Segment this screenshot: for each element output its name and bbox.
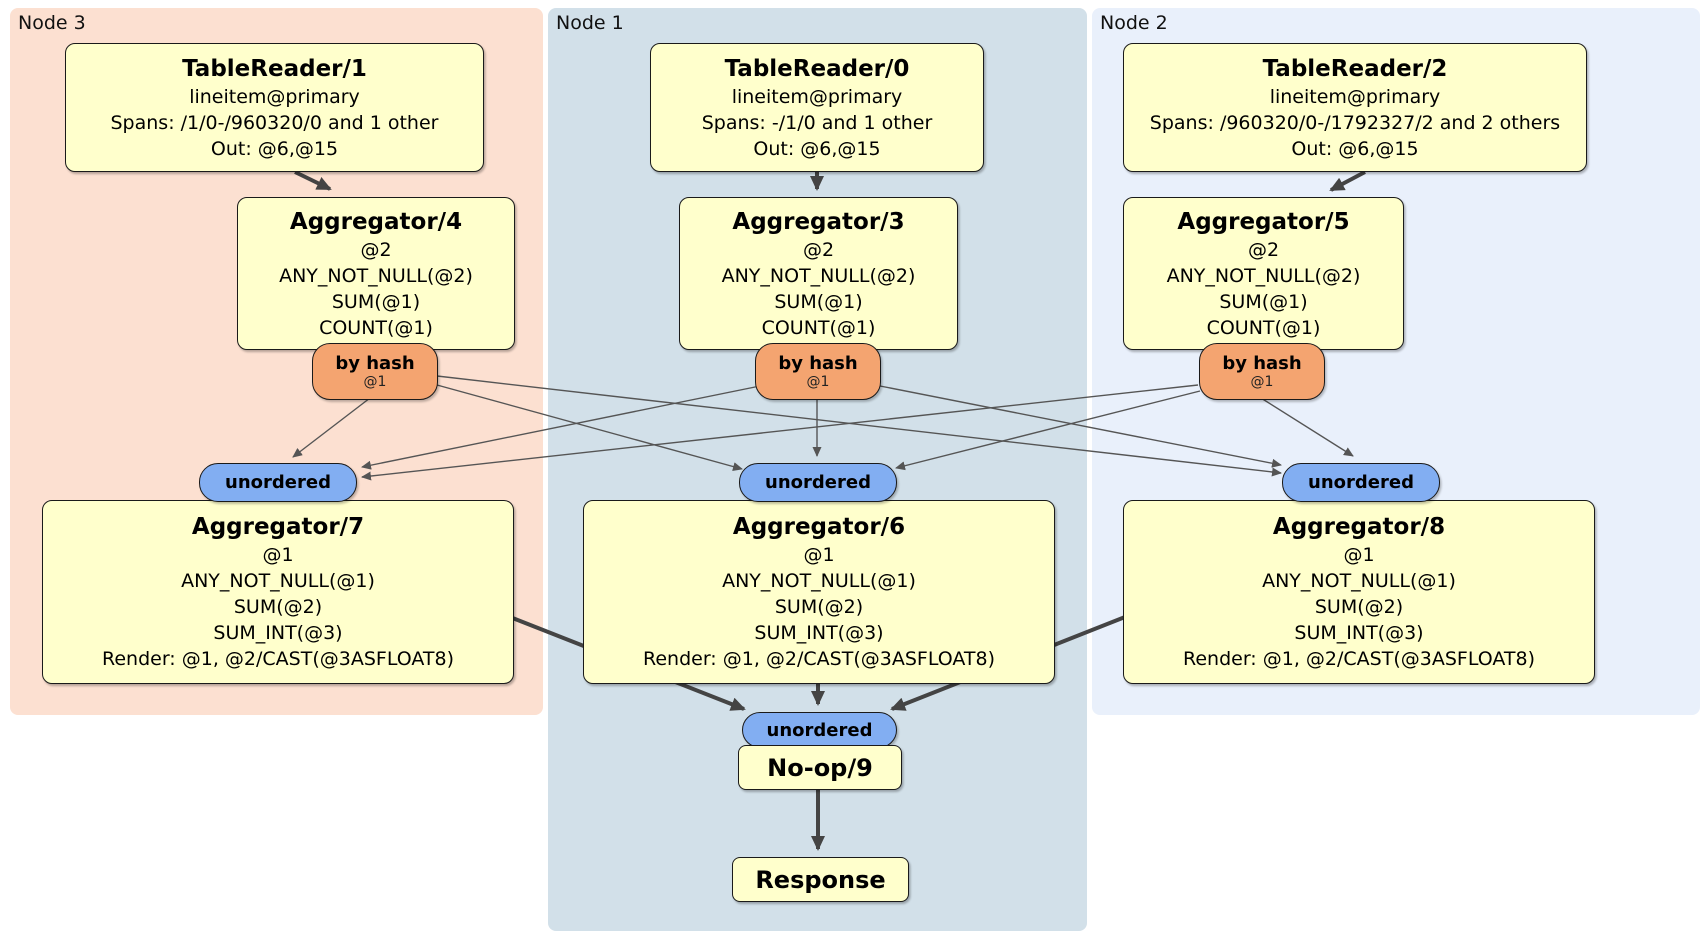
processor-detail: Spans: /1/0-/960320/0 and 1 other bbox=[110, 111, 439, 134]
processor-detail: @2 bbox=[360, 238, 392, 261]
noop-box: No-op/9 bbox=[738, 745, 902, 790]
processor-detail: SUM_INT(@3) bbox=[213, 622, 343, 644]
panel-node-1: Node 1 TableReader/0 lineitem@primary Sp… bbox=[548, 8, 1087, 931]
processor-title: Aggregator/3 bbox=[732, 208, 905, 235]
processor-detail: SUM_INT(@3) bbox=[754, 622, 884, 644]
processor-detail: Spans: -/1/0 and 1 other bbox=[701, 111, 933, 134]
aggregator-3-box: Aggregator/3 @2 ANY_NOT_NULL(@2) SUM(@1)… bbox=[679, 197, 958, 350]
aggregator-4-box: Aggregator/4 @2 ANY_NOT_NULL(@2) SUM(@1)… bbox=[237, 197, 515, 350]
processor-detail: lineitem@primary bbox=[1269, 85, 1441, 108]
processor-title: TableReader/1 bbox=[182, 55, 367, 82]
response-box: Response bbox=[732, 857, 909, 902]
processor-detail: SUM(@2) bbox=[233, 596, 323, 618]
panel-label: Node 3 bbox=[18, 12, 86, 34]
panel-label: Node 2 bbox=[1100, 12, 1168, 34]
processor-detail: COUNT(@1) bbox=[761, 316, 876, 339]
hash-router-node-2: by hash @1 bbox=[1199, 343, 1325, 400]
sync-label: unordered bbox=[765, 472, 871, 493]
processor-detail: @2 bbox=[802, 238, 835, 261]
processor-title: No-op/9 bbox=[767, 753, 873, 782]
processor-detail: Render: @1, @2/CAST(@3ASFLOAT8) bbox=[102, 648, 454, 670]
table-reader-0-box: TableReader/0 lineitem@primary Spans: -/… bbox=[650, 43, 984, 172]
router-detail: @1 bbox=[1250, 373, 1274, 390]
processor-detail: Spans: /960320/0-/1792327/2 and 2 others bbox=[1149, 111, 1561, 134]
processor-detail: lineitem@primary bbox=[189, 85, 360, 108]
processor-detail: Render: @1, @2/CAST(@3ASFLOAT8) bbox=[643, 648, 995, 670]
sync-label: unordered bbox=[1308, 472, 1414, 493]
panel-node-2: Node 2 TableReader/2 lineitem@primary Sp… bbox=[1092, 8, 1700, 715]
processor-detail: SUM(@1) bbox=[1219, 290, 1308, 313]
table-reader-1-box: TableReader/1 lineitem@primary Spans: /1… bbox=[65, 43, 484, 172]
processor-title: Aggregator/8 bbox=[1272, 514, 1446, 540]
hash-router-node-3: by hash @1 bbox=[312, 343, 438, 400]
aggregator-5-box: Aggregator/5 @2 ANY_NOT_NULL(@2) SUM(@1)… bbox=[1123, 197, 1404, 350]
processor-detail: COUNT(@1) bbox=[319, 316, 433, 339]
processor-detail: ANY_NOT_NULL(@1) bbox=[1262, 570, 1456, 592]
aggregator-6-box: Aggregator/6 @1 ANY_NOT_NULL(@1) SUM(@2)… bbox=[583, 500, 1055, 684]
processor-detail: ANY_NOT_NULL(@1) bbox=[181, 570, 375, 592]
router-detail: @1 bbox=[806, 373, 830, 390]
table-reader-2-box: TableReader/2 lineitem@primary Spans: /9… bbox=[1123, 43, 1587, 172]
unordered-sync-final: unordered bbox=[742, 712, 897, 748]
unordered-sync-node-1: unordered bbox=[739, 463, 897, 502]
processor-detail: Out: @6,@15 bbox=[753, 137, 881, 160]
processor-detail: ANY_NOT_NULL(@2) bbox=[721, 264, 916, 287]
panel-label: Node 1 bbox=[556, 12, 624, 34]
processor-detail: SUM(@1) bbox=[331, 290, 421, 313]
processor-detail: @2 bbox=[1247, 238, 1280, 261]
processor-detail: Out: @6,@15 bbox=[210, 137, 339, 160]
router-label: by hash bbox=[778, 352, 858, 374]
processor-title: TableReader/0 bbox=[724, 55, 910, 82]
aggregator-8-box: Aggregator/8 @1 ANY_NOT_NULL(@1) SUM(@2)… bbox=[1123, 500, 1595, 684]
processor-detail: @1 bbox=[262, 544, 294, 566]
router-label: by hash bbox=[335, 352, 415, 374]
processor-title: Aggregator/5 bbox=[1177, 208, 1350, 235]
processor-detail: Out: @6,@15 bbox=[1291, 137, 1419, 160]
processor-title: Response bbox=[755, 865, 886, 894]
processor-title: Aggregator/7 bbox=[191, 514, 365, 540]
sync-label: unordered bbox=[766, 719, 873, 741]
processor-detail: Render: @1, @2/CAST(@3ASFLOAT8) bbox=[1183, 648, 1535, 670]
processor-detail: @1 bbox=[1343, 544, 1375, 566]
processor-detail: SUM_INT(@3) bbox=[1294, 622, 1424, 644]
processor-title: TableReader/2 bbox=[1262, 55, 1448, 82]
processor-detail: SUM(@2) bbox=[1314, 596, 1404, 618]
processor-detail: COUNT(@1) bbox=[1206, 316, 1321, 339]
hash-router-node-1: by hash @1 bbox=[755, 343, 881, 400]
aggregator-7-box: Aggregator/7 @1 ANY_NOT_NULL(@1) SUM(@2)… bbox=[42, 500, 514, 684]
unordered-sync-node-2: unordered bbox=[1282, 463, 1440, 502]
processor-detail: @1 bbox=[803, 544, 835, 566]
sync-label: unordered bbox=[225, 472, 331, 493]
router-label: by hash bbox=[1222, 352, 1302, 374]
processor-detail: ANY_NOT_NULL(@1) bbox=[722, 570, 916, 592]
processor-title: Aggregator/4 bbox=[289, 208, 463, 235]
processor-detail: ANY_NOT_NULL(@2) bbox=[1166, 264, 1361, 287]
processor-title: Aggregator/6 bbox=[732, 514, 906, 540]
processor-detail: SUM(@1) bbox=[774, 290, 863, 313]
processor-detail: lineitem@primary bbox=[731, 85, 903, 108]
unordered-sync-node-3: unordered bbox=[199, 463, 357, 502]
panel-node-3: Node 3 TableReader/1 lineitem@primary Sp… bbox=[10, 8, 543, 715]
processor-detail: SUM(@2) bbox=[774, 596, 864, 618]
router-detail: @1 bbox=[363, 373, 387, 390]
processor-detail: ANY_NOT_NULL(@2) bbox=[279, 264, 473, 287]
